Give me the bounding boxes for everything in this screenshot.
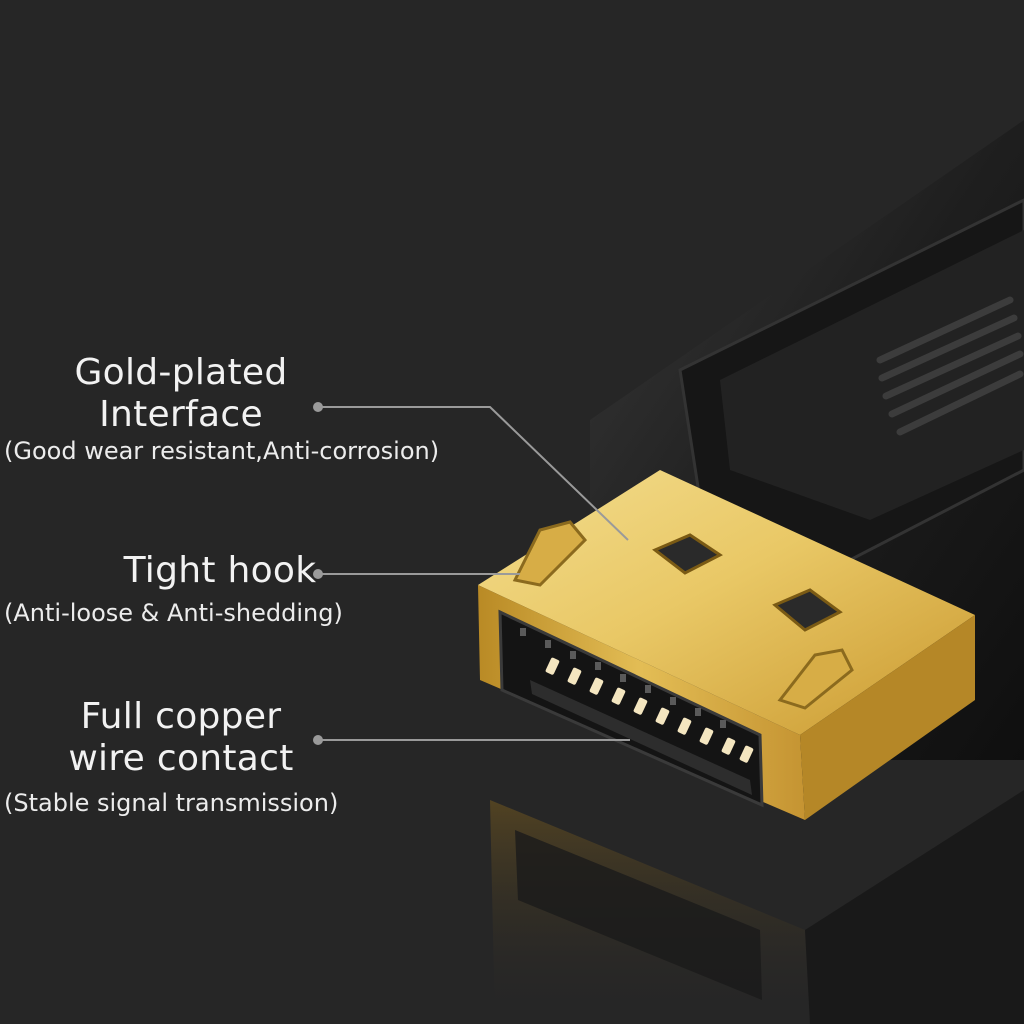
callout-title-line: Full copper: [80, 696, 282, 737]
callout-subtitle: (Good wear resistant,Anti-corrosion): [4, 437, 440, 465]
callout-title: Full copper wire contact: [0, 696, 362, 780]
callout-copper-contact: Full copper wire contact (Stable signal …: [0, 696, 380, 818]
callout-subtitle: (Anti-loose & Anti-shedding): [4, 599, 343, 627]
hook-window-left: [652, 533, 723, 575]
callout-title-line: Gold-plated: [74, 352, 288, 393]
callout-title: Tight hook: [0, 550, 410, 592]
leader-dots: [313, 402, 323, 745]
callout-subtitle: (Stable signal transmission): [4, 789, 339, 817]
callout-title: Gold-plated Interface: [0, 352, 362, 436]
callout-gold-plated: Gold-plated Interface (Good wear resista…: [0, 352, 498, 466]
gold-connector: [478, 470, 975, 820]
callout-title-line: Interface: [99, 394, 263, 435]
latch-hook-left: [512, 520, 588, 587]
leader-lines: [318, 406, 630, 741]
callout-tight-hook: Tight hook (Anti-loose & Anti-shedding): [0, 550, 410, 628]
copper-contacts-upper: [545, 657, 754, 763]
callout-title-line: Tight hook: [123, 550, 317, 591]
hook-window-right: [772, 588, 843, 632]
table-reflection: [490, 790, 1024, 1024]
callout-title-line: wire contact: [68, 738, 294, 779]
grip-ridges: [876, 296, 1024, 436]
contact-slots: [520, 628, 726, 728]
latch-hook-right: [777, 648, 854, 710]
